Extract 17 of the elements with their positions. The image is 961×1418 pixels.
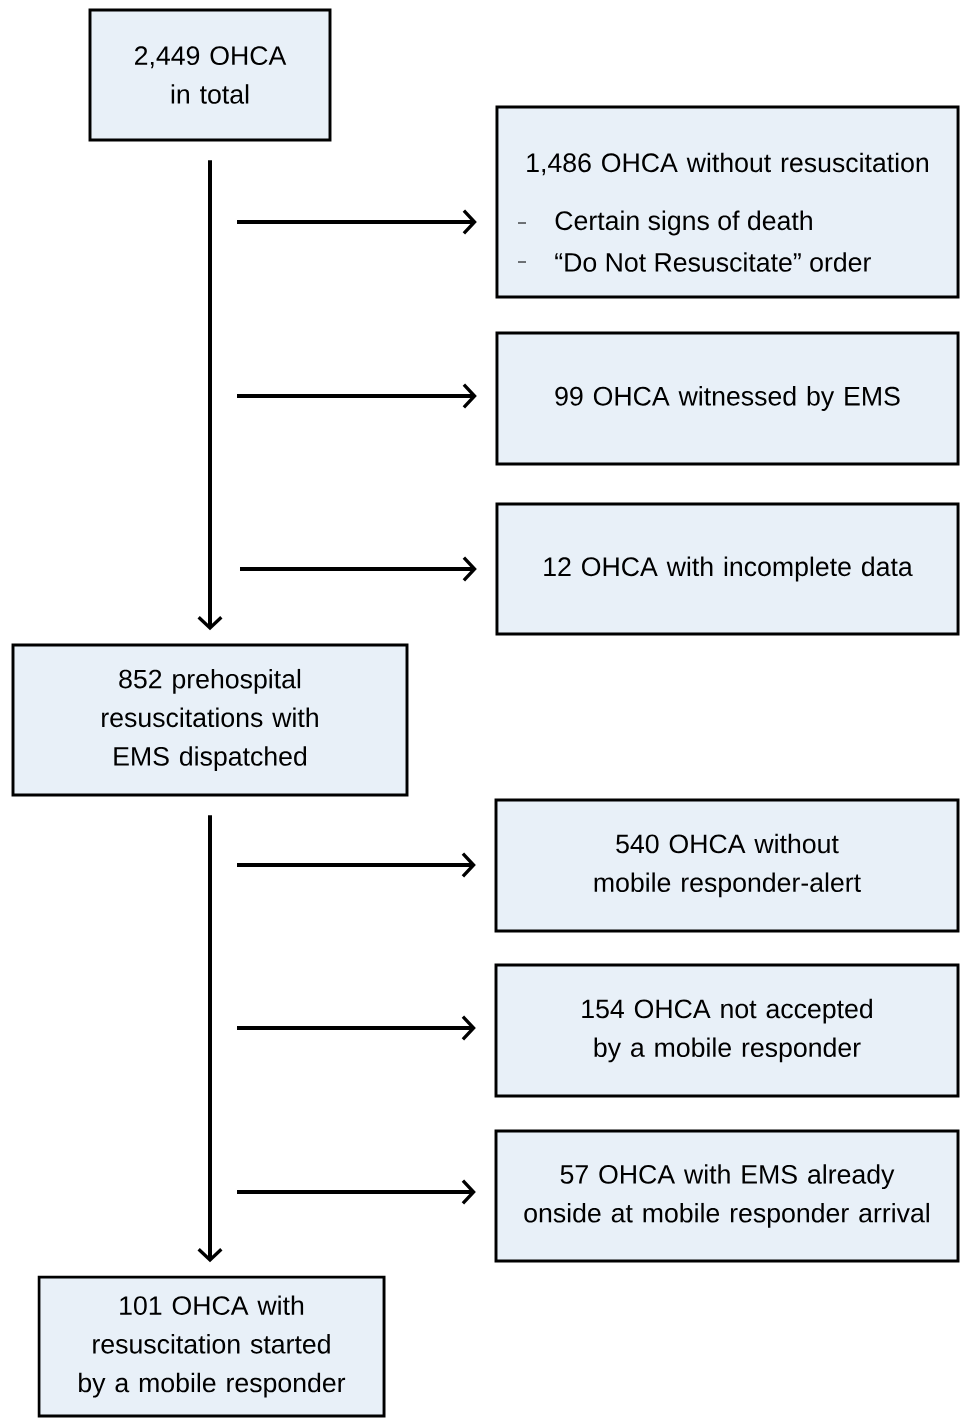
process-box: 12 OHCA with incomplete data — [495, 502, 960, 636]
arrow — [197, 160, 223, 631]
process-box: 101 OHCA with resuscitation started by a mobile responder — [37, 1275, 386, 1418]
process-box: 99 OHCA witnessed by EMS — [495, 331, 960, 466]
arrow — [237, 1015, 476, 1041]
arrow — [197, 815, 223, 1263]
process-box: 154 OHCA not accepted by a mobile responder — [494, 963, 960, 1098]
process-box: 57 OHCA with EMS already onside at mobile responder arrival — [494, 1129, 960, 1263]
process-box: 2,449 OHCA in total — [88, 8, 332, 142]
arrow — [237, 209, 477, 235]
process-box: 852 prehospital resuscitations with EMS dispatched — [11, 643, 409, 797]
process-box: 1,486 OHCA without resuscitation Certain signs of death “Do Not Resuscitate” order — [495, 105, 960, 299]
arrow — [237, 1179, 476, 1205]
arrow — [237, 383, 477, 409]
process-box: 540 OHCA without mobile responder-alert — [494, 798, 960, 933]
arrow — [240, 556, 477, 582]
arrow — [237, 852, 476, 878]
